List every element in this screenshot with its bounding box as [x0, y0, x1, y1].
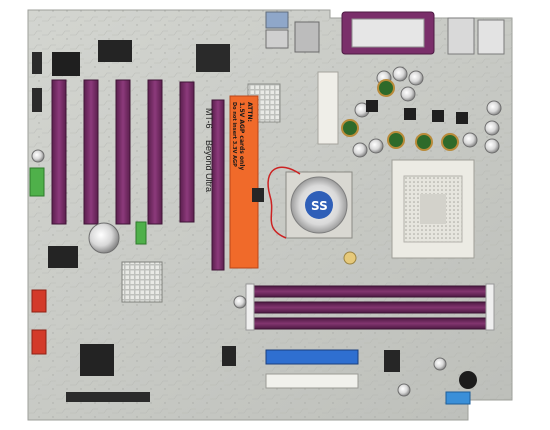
green-header — [135, 221, 147, 245]
chips-upper — [52, 40, 339, 145]
black-header — [32, 88, 42, 112]
capacitor — [352, 142, 368, 158]
coil — [415, 133, 433, 151]
board-slogan: Beyond Ultra — [204, 140, 214, 192]
capacitor — [392, 66, 408, 82]
audio-chip — [48, 246, 78, 268]
ps2-port-top — [265, 11, 289, 29]
small-chip — [384, 350, 400, 372]
capacitor — [233, 295, 247, 309]
yellow-capacitor — [343, 251, 357, 265]
atx-power-connector — [317, 71, 339, 145]
floppy-connector — [66, 392, 150, 402]
capacitor — [486, 100, 502, 116]
sticker-line-3: Do not insert 3.3V AGP — [231, 102, 237, 167]
cmos-battery — [88, 222, 120, 254]
sticker-line-1: ATTN: — [246, 102, 253, 122]
sticker-line-2: 1.5V AGP cards only — [238, 102, 245, 170]
cpu-socket — [391, 159, 475, 259]
capacitor — [408, 70, 424, 86]
mosfet — [366, 100, 378, 112]
agp-slot — [211, 99, 225, 271]
red-header — [31, 329, 47, 355]
capacitors — [31, 66, 502, 397]
capacitor — [397, 383, 411, 397]
lan-chip — [80, 344, 114, 376]
mosfet — [404, 108, 416, 120]
coil — [441, 133, 459, 151]
serial-port-b — [477, 19, 505, 55]
ide-connector-blue — [265, 349, 359, 365]
dimm-latch — [485, 283, 495, 331]
dip-switch — [445, 391, 471, 405]
serial-port-a — [447, 17, 475, 55]
small-chip — [252, 188, 264, 202]
capacitor — [400, 86, 416, 102]
mosfet — [432, 110, 444, 122]
chips-lower — [48, 188, 400, 376]
board-model-silkscreen: MT-6 Beyond Ultra — [204, 108, 214, 192]
io-chip-b — [196, 44, 230, 72]
mosfet — [456, 112, 468, 124]
capacitor — [433, 357, 447, 371]
south-heatsink — [121, 261, 163, 303]
capacitor — [484, 138, 500, 154]
pci-slot — [51, 79, 67, 225]
fan-cable — [267, 166, 301, 239]
coil — [341, 119, 359, 137]
agp-warning-sticker: ATTN: 1.5V AGP cards only Do not insert … — [229, 95, 259, 269]
dimm-slots — [245, 283, 495, 331]
pci-slot — [179, 81, 195, 223]
small-chip — [222, 346, 236, 366]
capacitor — [484, 120, 500, 136]
usb-port-stack — [294, 21, 320, 53]
capacitor — [462, 132, 478, 148]
drive-connectors — [66, 349, 359, 402]
red-header — [31, 289, 47, 313]
capacitor — [368, 138, 384, 154]
mosfets — [366, 100, 468, 124]
coil — [387, 131, 405, 149]
board-model: MT-6 — [204, 108, 214, 129]
pci-slot — [115, 79, 131, 225]
coil — [377, 79, 395, 97]
dimm-slot — [251, 301, 489, 314]
left-headers — [29, 52, 147, 355]
io-chip-a — [98, 40, 132, 62]
ps2-port-bottom — [265, 29, 289, 49]
pci-slots — [51, 79, 195, 225]
green-header — [29, 167, 45, 197]
bios-chip — [52, 52, 80, 76]
fan-label: SS — [311, 199, 328, 213]
coils — [341, 79, 459, 151]
chipset-fan: SS — [267, 166, 353, 239]
parallel-port-shell — [351, 18, 425, 48]
dimm-slot — [251, 317, 489, 330]
dimm-latch — [245, 283, 255, 331]
black-header — [32, 52, 42, 74]
ide-connector-white — [265, 373, 359, 389]
io-ports — [265, 11, 505, 55]
dimm-slot — [251, 285, 489, 298]
buzzer — [459, 371, 477, 389]
pci-slot — [83, 79, 99, 225]
pci-slot — [147, 79, 163, 225]
capacitor — [31, 149, 45, 163]
